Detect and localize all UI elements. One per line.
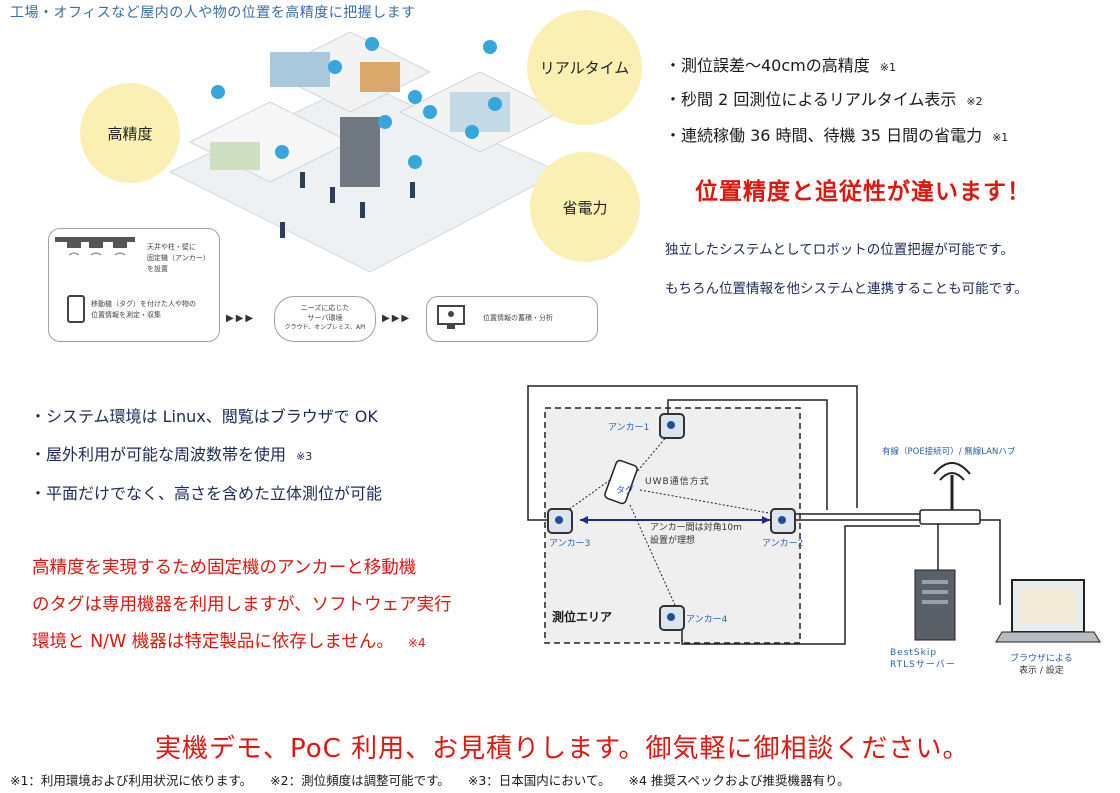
server-label: BestSkip RTLSサーバー xyxy=(890,647,956,671)
server-sub: クラウド、オンプレミス、API xyxy=(284,324,366,331)
footnote-2: ※2：測位頻度は調整可能です。 xyxy=(270,773,450,788)
tag-device-icon xyxy=(67,295,85,323)
feature-3-text: ・連続稼働 36 時間、待機 35 日間の省電力 xyxy=(665,126,983,145)
lead-text: 工場・オフィスなど屋内の人や物の位置を高精度に把握します xyxy=(10,5,416,21)
anchor-3-icon xyxy=(547,508,573,534)
tag-text-2: 位置情報を測定・収集 xyxy=(91,311,161,319)
flow-anchor-box: 天井や柱・壁に 固定機（アンカー） を設置 移動機（タグ）を付けた人や物の 位置… xyxy=(48,228,220,342)
red-line-2: のタグは専用機器を利用しますが、ソフトウェア実行 xyxy=(32,595,452,615)
feature-2: ・秒間 2 回測位によるリアルタイム表示 ※2 xyxy=(665,86,983,110)
uwb-label: UWB通信方式 xyxy=(645,477,710,487)
tag-text-1: 移動機（タグ）を付けた人や物の xyxy=(91,300,196,308)
laptop-icon xyxy=(995,579,1101,643)
tag-phone-icon xyxy=(604,459,638,505)
distance-label: アンカー間は対角10m 設置が理想 xyxy=(650,522,742,548)
server-label-1: BestSkip xyxy=(890,648,938,658)
feature-1: ・測位誤差～40cmの高精度 ※1 xyxy=(665,52,896,76)
bubble-realtime: リアルタイム xyxy=(527,10,642,125)
footnote-4: ※4 推奨スペックおよび推奨機器有り。 xyxy=(628,773,850,788)
para-2: もちろん位置情報を他システムと連携することも可能です。 xyxy=(665,281,1028,297)
anchor-text-3: を設置 xyxy=(147,265,168,273)
system-2: ・屋外利用が可能な周波数帯を使用 ※3 xyxy=(30,441,312,465)
system-3: ・平面だけでなく、高さを含めた立体測位が可能 xyxy=(30,484,383,503)
office-illustration xyxy=(168,31,562,273)
distance-label-2: 設置が理想 xyxy=(650,536,696,546)
call-to-action: 実機デモ、PoC 利用、お見積りします。御気軽に御相談ください。 xyxy=(155,734,970,764)
distance-label-1: アンカー間は対角10m xyxy=(650,523,742,533)
system-2-note: ※3 xyxy=(296,450,313,463)
feature-1-text: ・測位誤差～40cmの高精度 xyxy=(665,56,870,75)
feature-1-note: ※1 xyxy=(879,61,896,74)
feature-3: ・連続稼働 36 時間、待機 35 日間の省電力 ※1 xyxy=(665,122,1008,146)
flow-arrow-2: ▶▶▶ xyxy=(382,313,412,324)
hub-label: 有線（POE接続可）/ 無線LANハブ xyxy=(882,447,1016,457)
bubble-precision: 高精度 xyxy=(80,83,180,183)
area-label: 測位エリア xyxy=(552,610,613,624)
bubble-power: 省電力 xyxy=(530,152,640,262)
headline: 位置精度と追従性が違います！ xyxy=(695,179,1031,205)
server-label-2: RTLSサーバー xyxy=(890,660,956,670)
server-tower-icon xyxy=(914,569,956,641)
system-2-text: ・屋外利用が可能な周波数帯を使用 xyxy=(30,445,287,464)
result-text: 位置情報の蓄積・分析 xyxy=(483,314,553,322)
server-title-1: ニーズに応じた xyxy=(300,304,350,312)
monitor-pin-icon xyxy=(437,305,465,329)
anchor-4-label: アンカー4 xyxy=(686,615,728,625)
flow-result-box: 位置情報の蓄積・分析 xyxy=(426,296,598,342)
footnote-1: ※1：利用環境および利用状況に依ります。 xyxy=(10,773,253,788)
anchor-1-icon xyxy=(659,413,685,439)
feature-2-text: ・秒間 2 回測位によるリアルタイム表示 xyxy=(665,90,957,109)
red-paragraph: 高精度を実現するため固定機のアンカーと移動機 のタグは専用機器を利用しますが、ソ… xyxy=(32,550,452,662)
system-1: ・システム環境は Linux、閲覧はブラウザで OK xyxy=(30,407,378,426)
browser-label: ブラウザによる 表示 / 設定 xyxy=(1010,653,1073,677)
anchor-3-label: アンカー3 xyxy=(549,539,591,549)
flow-arrow-1: ▶▶▶ xyxy=(226,313,256,324)
anchor-4-icon xyxy=(659,605,685,631)
tag-label: タグ xyxy=(616,486,635,496)
feature-2-note: ※2 xyxy=(966,95,983,108)
anchor-2-icon xyxy=(770,508,796,534)
footnotes: ※1：利用環境および利用状況に依ります。 ※2：測位頻度は調整可能です。 ※3：… xyxy=(10,770,864,789)
network-diagram xyxy=(527,385,1101,645)
feature-3-note: ※1 xyxy=(992,131,1009,144)
browser-label-1: ブラウザによる xyxy=(1010,654,1073,664)
anchor-text-1: 天井や柱・壁に xyxy=(147,243,196,251)
anchor-text-2: 固定機（アンカー） xyxy=(147,254,210,262)
red-line-3: 環境と N/W 機器は特定製品に依存しません。 xyxy=(32,632,394,652)
red-line-1: 高精度を実現するため固定機のアンカーと移動機 xyxy=(32,558,417,578)
red-note: ※4 xyxy=(407,636,426,650)
wifi-router-icon xyxy=(919,462,981,525)
server-title-2: サーバ環境 xyxy=(307,314,343,322)
footnote-3: ※3：日本国内において。 xyxy=(467,773,611,788)
browser-label-2: 表示 / 設定 xyxy=(1018,666,1064,676)
anchor-ceiling-icon xyxy=(55,237,135,256)
anchor-2-label: アンカー2 xyxy=(762,539,804,549)
para-1: 独立したシステムとしてロボットの位置把握が可能です。 xyxy=(665,242,1014,258)
anchor-1-label: アンカー1 xyxy=(608,423,650,433)
flow-server-box: ニーズに応じた サーバ環境 クラウド、オンプレミス、API xyxy=(274,296,376,342)
